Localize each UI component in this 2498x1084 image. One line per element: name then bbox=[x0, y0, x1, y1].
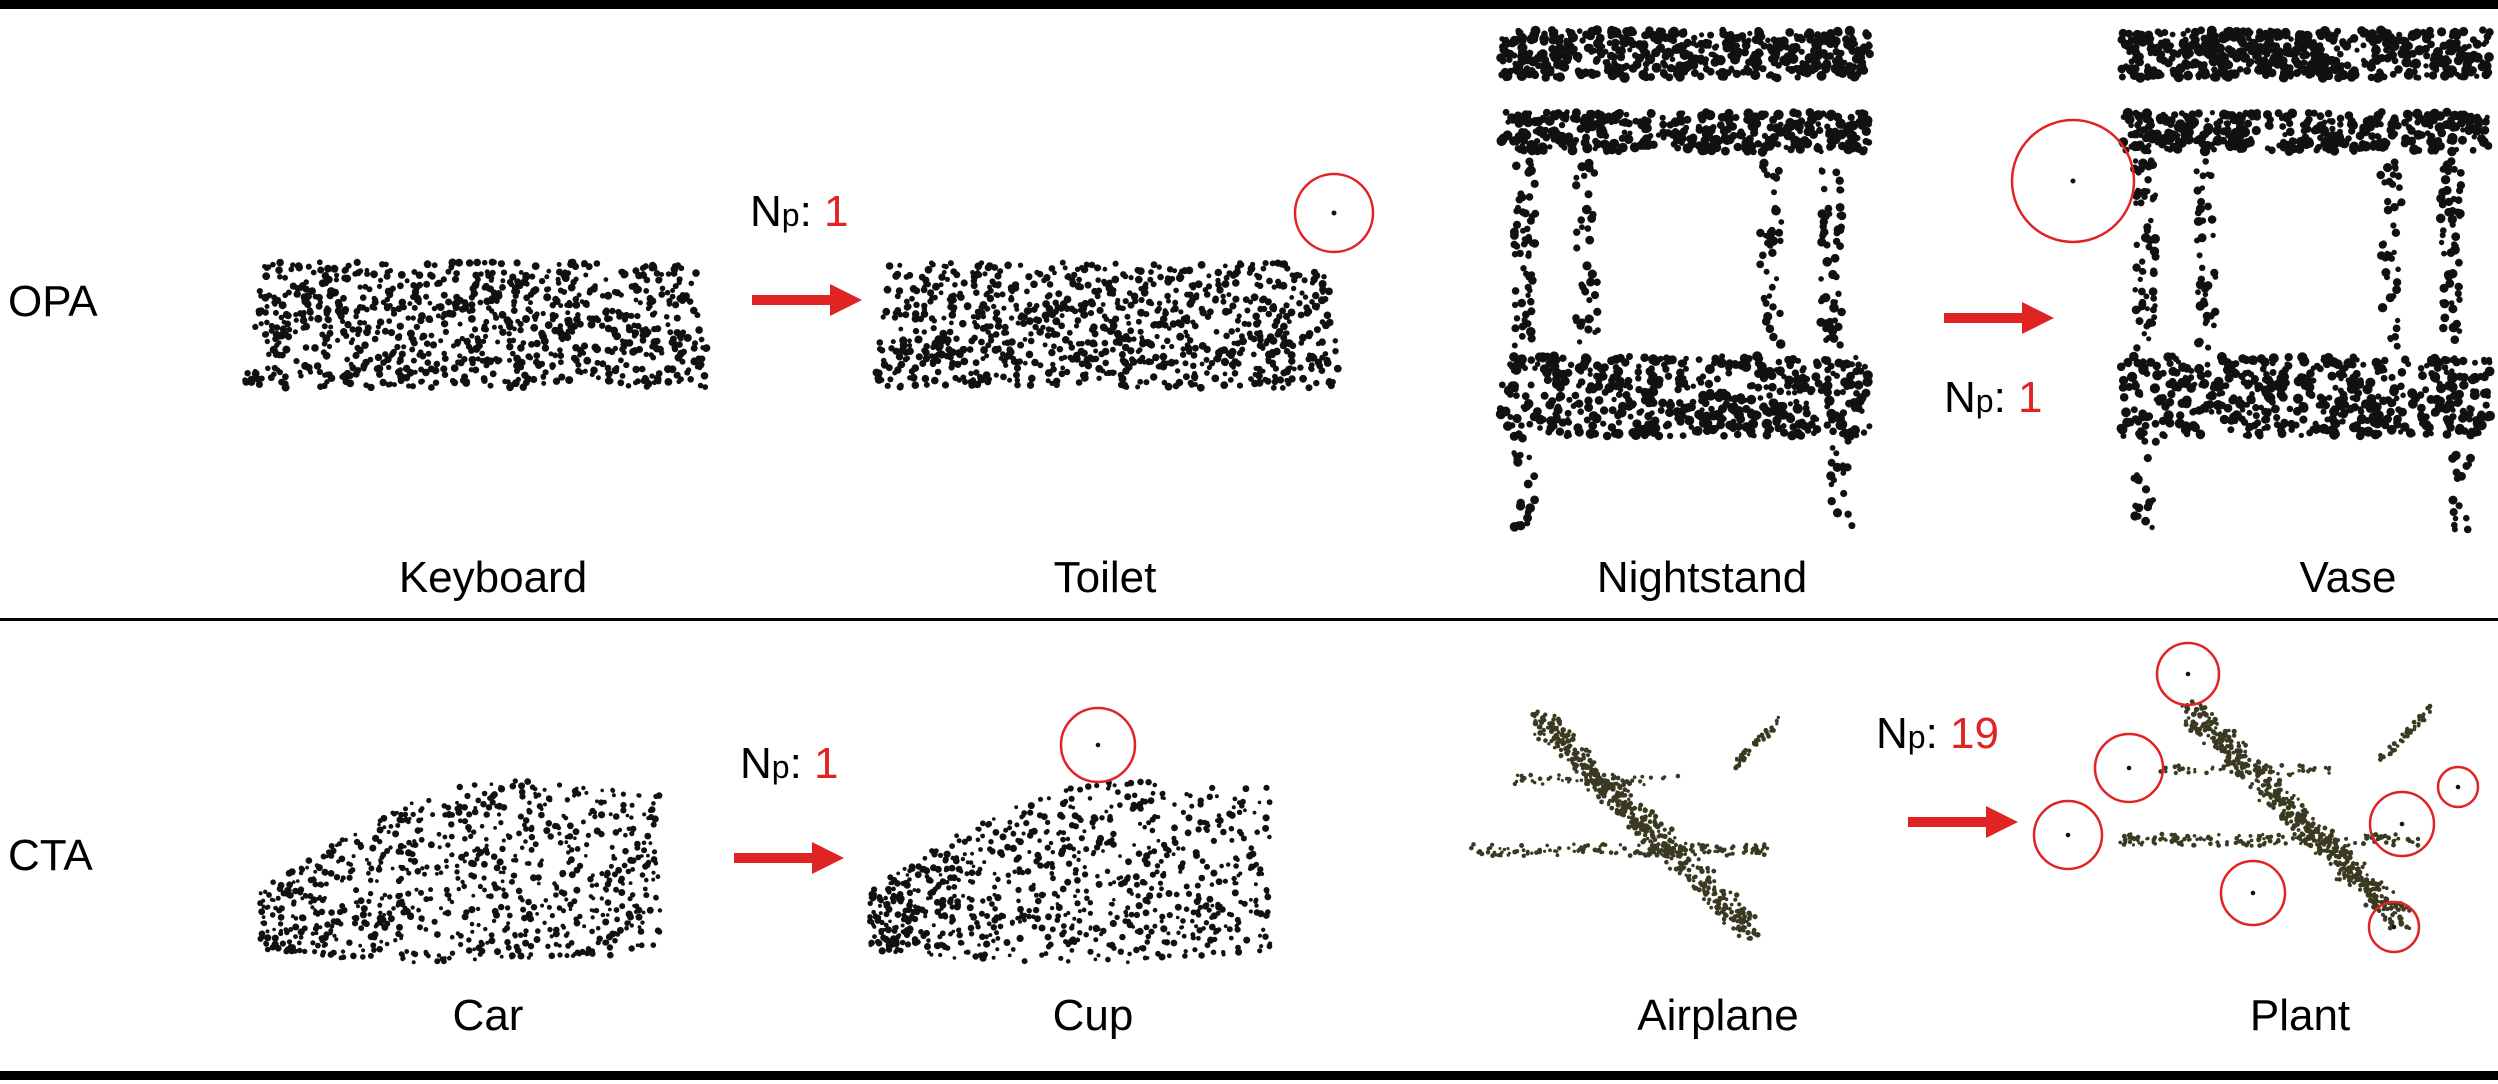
highlight-circle bbox=[2155, 641, 2221, 707]
highlight-circle bbox=[2219, 859, 2287, 927]
top-rule bbox=[0, 0, 2498, 9]
caption-car: Car bbox=[452, 991, 524, 1040]
highlight-circle bbox=[1293, 172, 1375, 254]
highlight-circle bbox=[2436, 765, 2480, 809]
np-label-cta-1: Np: 1 bbox=[740, 739, 839, 788]
cup-cloud bbox=[867, 706, 1273, 965]
vase-cloud bbox=[2010, 25, 2495, 534]
caption-cup: Cup bbox=[1052, 991, 1134, 1040]
arrow-opa-1 bbox=[752, 284, 862, 316]
highlight-circle bbox=[2032, 799, 2104, 871]
bottom-rule bbox=[0, 1071, 2498, 1080]
plant-cloud bbox=[2032, 641, 2480, 954]
caption-airplane: Airplane bbox=[1637, 991, 1799, 1040]
caption-keyboard: Keyboard bbox=[398, 553, 588, 602]
caption-nightstand: Nightstand bbox=[1596, 553, 1808, 602]
arrow-cta-2 bbox=[1908, 806, 2018, 838]
np-label-opa-2: Np: 1 bbox=[1944, 373, 2043, 422]
highlight-circle bbox=[2367, 900, 2421, 954]
caption-vase: Vase bbox=[2299, 553, 2397, 602]
middle-rule bbox=[0, 618, 2498, 621]
highlight-circle bbox=[2010, 118, 2136, 244]
arrow-opa-2 bbox=[1944, 302, 2054, 334]
highlight-circle bbox=[2093, 732, 2165, 804]
caption-toilet: Toilet bbox=[1053, 553, 1157, 602]
highlight-circle bbox=[1059, 706, 1137, 784]
keyboard-cloud bbox=[242, 258, 711, 392]
nightstand-cloud bbox=[1495, 25, 1874, 532]
arrow-cta-1 bbox=[734, 842, 844, 874]
highlight-circle bbox=[2368, 790, 2436, 858]
np-label-opa-1: Np: 1 bbox=[750, 187, 849, 236]
np-label-cta-2: Np: 19 bbox=[1876, 709, 1999, 758]
car-cloud bbox=[257, 778, 663, 965]
airplane-cloud bbox=[1469, 709, 1781, 941]
caption-plant: Plant bbox=[2249, 991, 2351, 1040]
row-label-opa: OPA bbox=[8, 277, 98, 326]
row-label-cta: CTA bbox=[8, 831, 93, 880]
toilet-cloud bbox=[872, 172, 1375, 392]
